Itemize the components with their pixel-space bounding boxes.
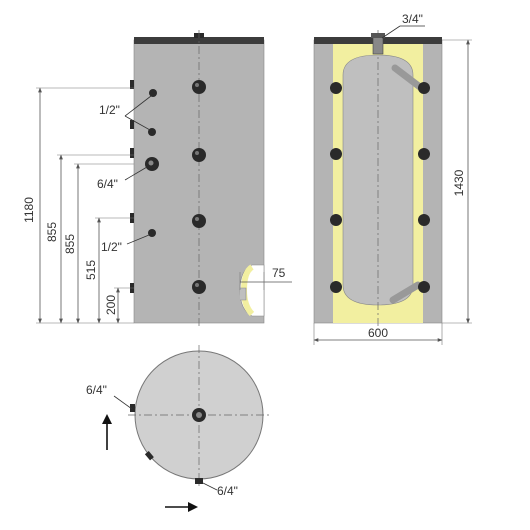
port-label-mid: 6/4": [97, 166, 148, 191]
dimension-200: 200: [104, 287, 134, 324]
dimension-855-inner-label: 855: [63, 234, 77, 254]
side-view: 1180 855 855 515 200 1/: [22, 30, 292, 328]
port-mid-size-label: 6/4": [97, 177, 118, 191]
dimension-855-inner: 855: [63, 163, 134, 324]
plan-side-port-size-label: 6/4": [86, 383, 107, 397]
dimension-855-outer: 855: [45, 154, 134, 324]
section-right-fittings: [418, 82, 430, 293]
dimension-600-label: 600: [368, 326, 388, 340]
plan-bottom-port-size-label: 6/4": [217, 484, 238, 498]
tank-top-cap: [134, 37, 264, 44]
dimension-855-outer-label: 855: [45, 222, 59, 242]
port-label-top: 1/2": [99, 95, 152, 131]
dimension-1180: 1180: [22, 87, 134, 324]
view-arrow-bottom: [165, 502, 198, 512]
dimension-1430-label: 1430: [452, 169, 466, 196]
dimension-200-label: 200: [104, 295, 118, 315]
dimension-1180-label: 1180: [22, 197, 36, 223]
dimension-1430: 1430: [442, 39, 472, 324]
plan-side-port-label: 6/4": [86, 383, 133, 410]
fitting-icon: [192, 148, 206, 162]
fitting-icon: [192, 214, 206, 228]
dimension-515: 515: [84, 217, 134, 324]
dimension-75: 75: [239, 266, 292, 290]
dimension-75-label: 75: [272, 266, 286, 280]
top-port-icon: [372, 35, 384, 55]
section-view: 3/4" 1430 600: [313, 12, 472, 345]
plan-bottom-port-icon: [195, 478, 203, 484]
dimension-515-label: 515: [84, 260, 98, 280]
lower-diffuser-pipe-icon: [389, 281, 422, 304]
top-port-size-label: 3/4": [402, 12, 423, 26]
top-port-label: 3/4": [381, 12, 425, 39]
port-half-inch-low-icon: [148, 229, 156, 237]
fitting-icon: [192, 80, 206, 94]
fitting-icon: [192, 280, 206, 294]
port-low-size-label: 1/2": [101, 240, 122, 254]
port-half-inch-top-icon: [149, 89, 157, 97]
port-top-size-label: 1/2": [99, 103, 120, 117]
view-arrow-left: [102, 414, 112, 450]
section-left-fittings: [330, 82, 342, 293]
plan-side-port-icon: [130, 404, 135, 412]
front-fittings: [192, 80, 206, 294]
plan-view: 6/4" 6/4": [86, 345, 272, 512]
flange-cutaway: [239, 264, 265, 317]
port-label-low: 1/2": [101, 234, 150, 254]
plan-bottom-port-label: 6/4": [202, 482, 238, 498]
dimension-600: 600: [313, 323, 443, 345]
upper-diffuser-pipe-icon: [391, 64, 424, 91]
